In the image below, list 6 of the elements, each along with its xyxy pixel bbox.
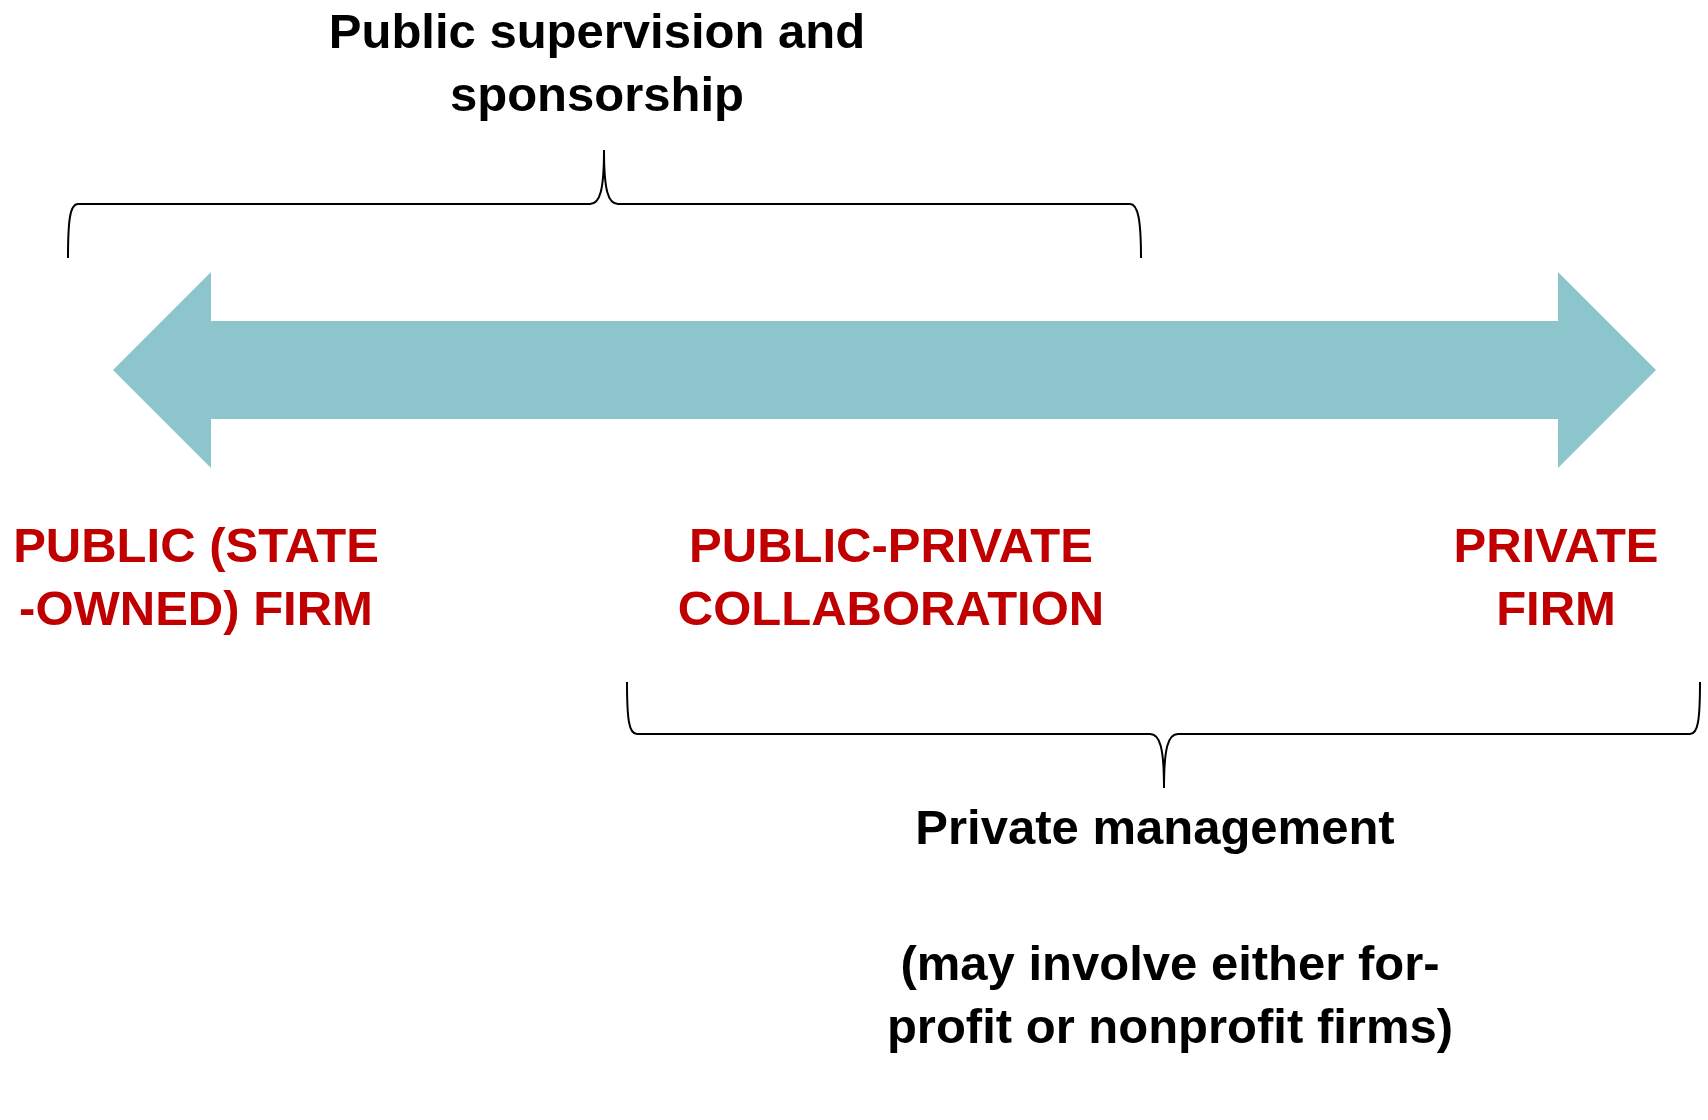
heading-text: Public supervision and sponsorship [327,3,867,123]
heading-text: Private management [914,799,1396,856]
note-text: (may involve either for-profit or nonprofit firms) [885,935,1455,1055]
category-label: PUBLIC-PRIVATE COLLABORATION [676,517,1106,637]
category-label: PRIVATE FIRM [1452,517,1660,637]
category-label: PUBLIC (STATE-OWNED) FIRM [12,517,380,637]
